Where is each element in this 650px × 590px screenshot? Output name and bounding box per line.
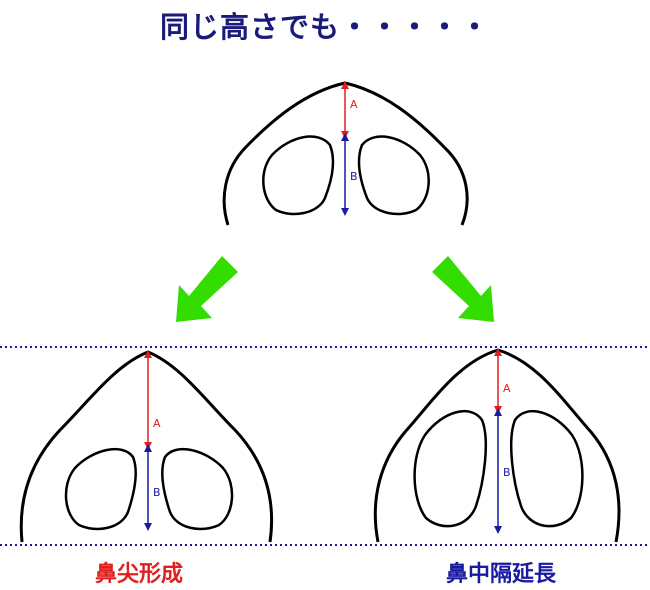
left-nostril	[64, 447, 137, 531]
right-nostril	[161, 447, 234, 531]
diagram-title: 同じ高さでも・・・・・	[159, 10, 490, 44]
top-label-b: B	[350, 170, 358, 183]
left-label-a: A	[153, 417, 161, 430]
green-arrow-right	[432, 256, 494, 322]
left-label-b: B	[153, 486, 161, 499]
top-label-a: A	[350, 98, 358, 111]
nose-outline	[19, 350, 274, 543]
caption-septal-extension: 鼻中隔延長	[446, 562, 557, 587]
right-label-b: B	[503, 466, 511, 479]
right-nostril	[510, 409, 584, 528]
septal-extension-nose	[373, 348, 621, 543]
green-arrow-left	[176, 256, 238, 322]
nose-outline	[373, 348, 621, 543]
right-nostril	[357, 135, 430, 216]
left-nostril	[413, 409, 487, 528]
caption-tip-plasty: 鼻尖形成	[95, 562, 184, 587]
left-nostril	[262, 135, 335, 216]
tip-plasty-nose	[19, 350, 274, 543]
right-label-a: A	[503, 382, 511, 395]
